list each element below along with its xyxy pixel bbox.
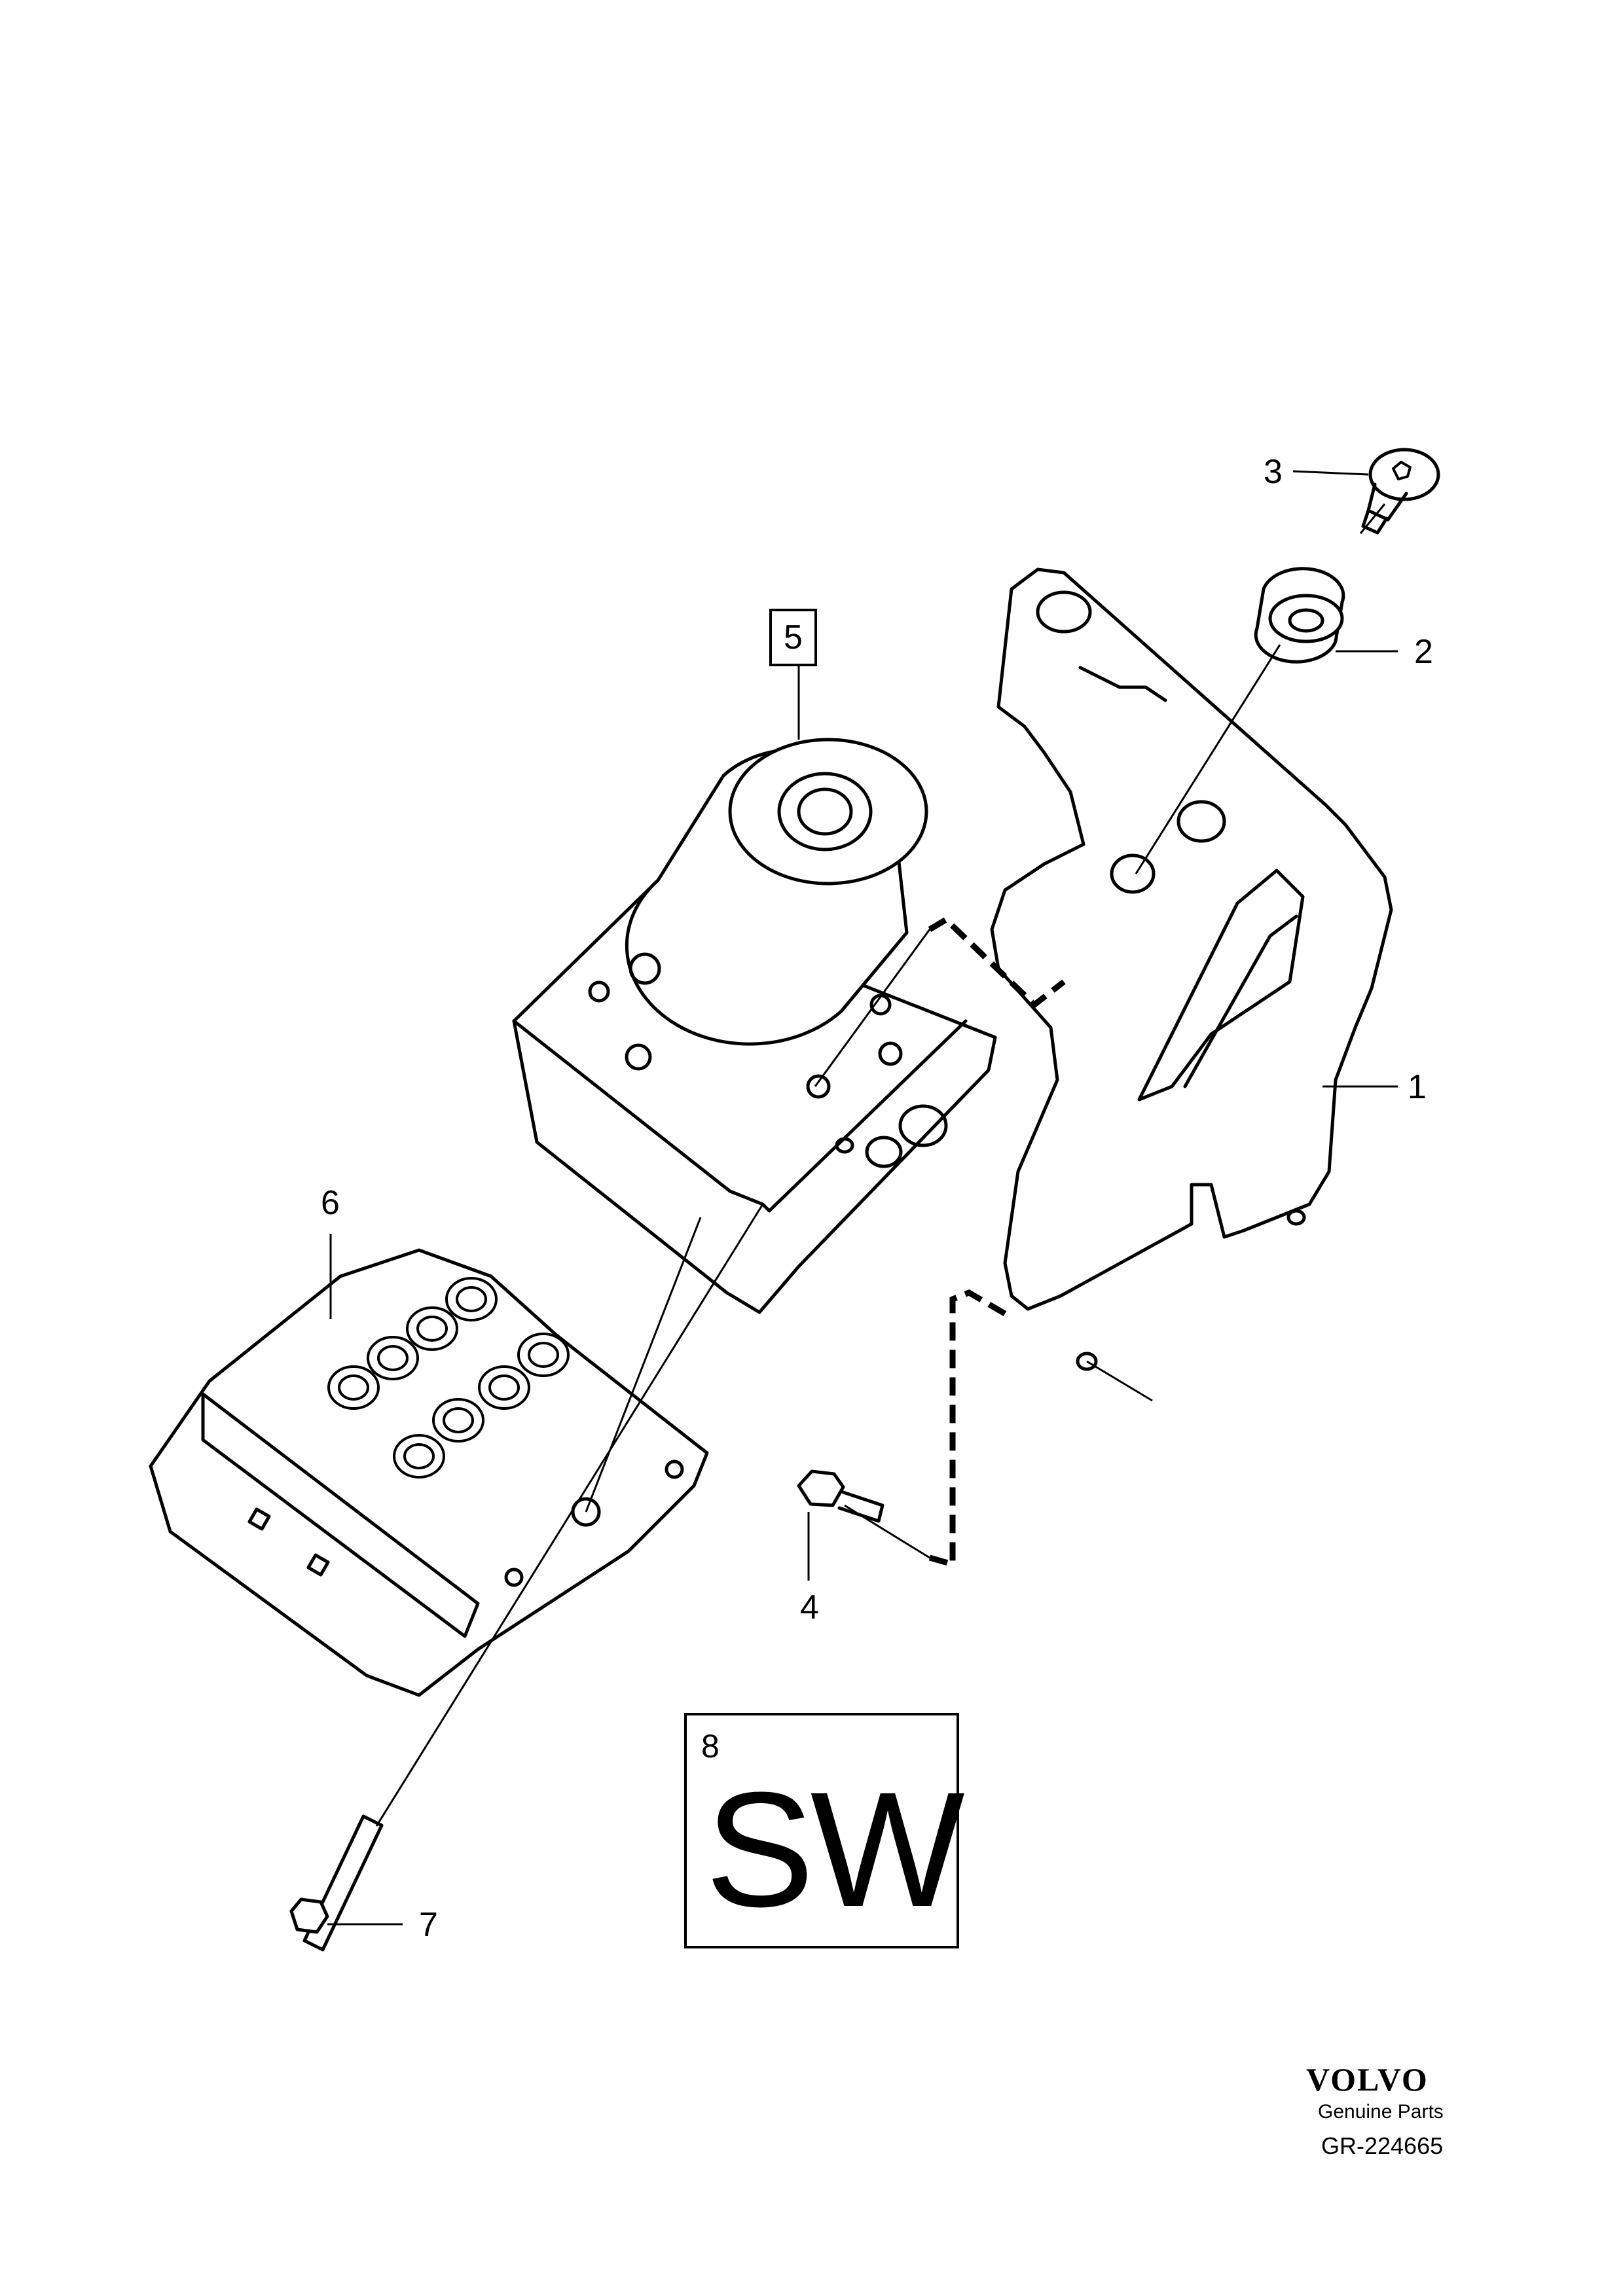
hydraulic-unit-part-5 [512, 738, 997, 1314]
callout-4: 4 [800, 1588, 819, 1626]
sw-box-label: SW [705, 1758, 965, 1941]
callout-7: 7 [419, 1906, 438, 1944]
sw-box-number: 8 [701, 1728, 720, 1765]
control-module-part-6 [149, 1248, 709, 1697]
brand-subtitle: Genuine Parts [1318, 2101, 1444, 2123]
callout-6: 6 [321, 1184, 340, 1222]
dashed-guide-lines [928, 916, 1066, 1568]
callout-3: 3 [1264, 453, 1283, 491]
software-box-part-8: 8 SW [684, 1713, 965, 1948]
callout-1: 1 [1408, 1068, 1427, 1106]
bracket-part-1 [990, 567, 1393, 1371]
bolt-part-4 [797, 1469, 884, 1523]
bushing-part-2 [1254, 567, 1345, 664]
volvo-brand-logo: VOLVO [1306, 2061, 1429, 2098]
drawing-reference: GR-224665 [1321, 2132, 1444, 2159]
callout-2: 2 [1414, 633, 1433, 671]
long-bolt-part-7 [289, 1814, 384, 1952]
screw-part-3 [1361, 448, 1440, 535]
callout-5-boxed: 5 [769, 609, 817, 666]
assembly-guide-lines [375, 503, 1386, 1827]
callout-leaders [327, 470, 1398, 1926]
